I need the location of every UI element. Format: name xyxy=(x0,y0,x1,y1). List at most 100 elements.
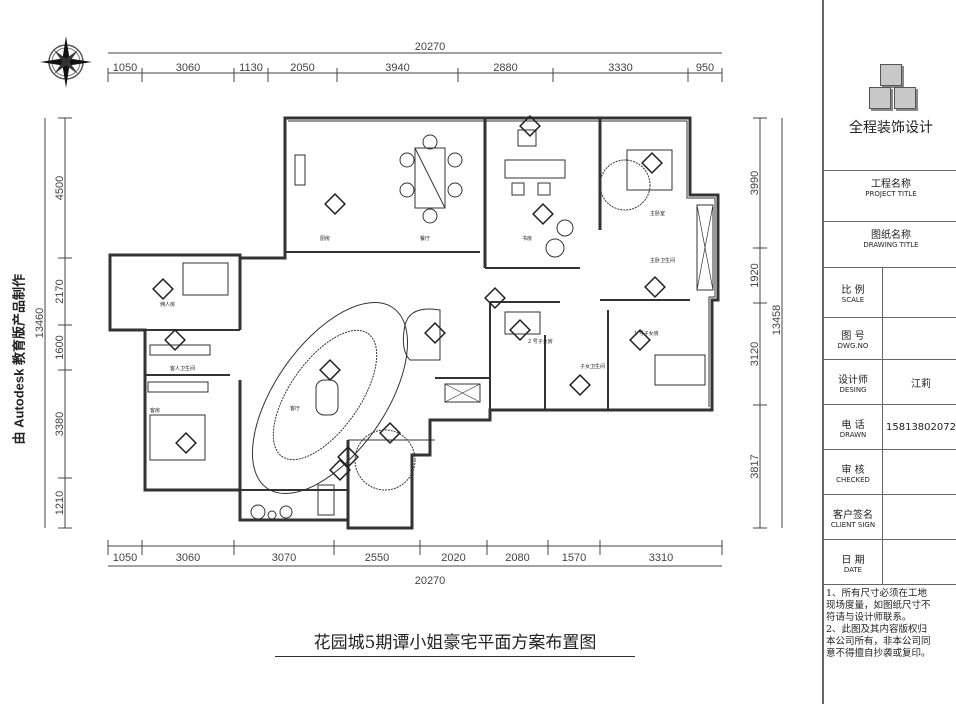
row-label-en: CHECKED xyxy=(836,475,870,484)
title-block: 全程装饰设计 工程名称 PROJECT TITLE 图纸名称 DRAWING T… xyxy=(822,0,956,704)
dimension-label: 2020 xyxy=(441,552,465,564)
note-line: 意不得擅自抄袭或复印。 xyxy=(826,648,931,659)
dimension-label: 13460 xyxy=(34,308,46,339)
furniture xyxy=(147,129,706,520)
dimension-label: 20270 xyxy=(415,41,446,53)
ceiling-lamp-icon xyxy=(532,203,554,225)
ceiling-lamp-icon xyxy=(164,329,186,351)
row-label-zh: 客户签名 xyxy=(833,509,873,521)
company-name: 全程装饰设计 xyxy=(849,120,933,136)
ceiling-lamp-icon xyxy=(641,152,663,174)
dimension-lines xyxy=(44,52,783,567)
dimension-label: 1050 xyxy=(113,62,137,74)
logo-cube-icon xyxy=(869,87,891,109)
project-title-label: 工程名称 xyxy=(871,179,911,190)
row-label-en: DRAWN xyxy=(839,430,867,439)
dimension-label: 1130 xyxy=(239,62,263,74)
project-title-label-en: PROJECT TITLE xyxy=(865,190,917,198)
row-label-zh: 设计师 xyxy=(838,374,868,386)
drawing-title-cell: 图纸名称 DRAWING TITLE xyxy=(824,222,956,268)
dimension-label: 2880 xyxy=(493,62,517,74)
row-label-zh: 图 号 xyxy=(841,331,865,342)
ceiling-lamp-icon xyxy=(629,329,651,351)
dimension-label: 950 xyxy=(696,62,714,74)
note-line: 现场度量，如图纸尺寸不 xyxy=(826,600,931,611)
dimension-label: 1050 xyxy=(113,552,137,564)
row-label-zh: 电 话 xyxy=(841,419,865,431)
dimension-label: 3990 xyxy=(749,171,761,195)
room-label-child-bath: 子女卫生间 xyxy=(580,363,605,370)
dimension-label: 2550 xyxy=(365,552,389,564)
row-value xyxy=(884,318,956,359)
ceiling-lamp-icon xyxy=(319,359,341,381)
ceiling-lamps xyxy=(152,115,666,481)
note-line: 符请与设计师联系。 xyxy=(826,612,912,623)
ceiling-lamp-icon xyxy=(484,287,506,309)
ceiling-lamp-icon xyxy=(509,319,531,341)
project-title-cell: 工程名称 PROJECT TITLE xyxy=(824,171,956,222)
room-label-child-room-2: 2 号子女房 xyxy=(528,338,553,345)
row-label-en: SCALE xyxy=(841,296,865,304)
row-value xyxy=(884,450,956,494)
room-label-servant-room: 佣人房 xyxy=(160,301,175,308)
company-logo: 全程装饰设计 xyxy=(824,0,956,171)
walls xyxy=(108,116,720,530)
dimension-label: 2170 xyxy=(54,279,66,303)
room-labels: 厨房 餐厅 书房 主卧室 主卧卫生间 佣人房 客人卫生间 客房 客厅 2 号子女… xyxy=(150,210,675,414)
row-value xyxy=(884,268,956,317)
row-value xyxy=(884,495,956,539)
room-label-living: 客厅 xyxy=(290,405,300,412)
drawing-title: 花园城5期谭小姐豪宅平面方案布置图 xyxy=(275,628,635,657)
drawing-title-label-en: DRAWING TITLE xyxy=(863,241,919,249)
ceiling-lamp-icon xyxy=(519,115,541,137)
ceiling-lamp-icon xyxy=(175,432,197,454)
room-label-kitchen: 厨房 xyxy=(320,235,330,242)
dimension-label: 13458 xyxy=(771,305,783,336)
dimension-label: 1920 xyxy=(749,263,761,287)
ceiling-lamp-icon xyxy=(324,193,346,215)
row-value: 江莉 xyxy=(911,378,931,390)
floor-plan: 1050 1050 3060 3060 1130 3070 2050 2550 3940 2020… xyxy=(34,36,783,587)
row-label-zh: 比 例 xyxy=(841,285,865,296)
logo-cube-icon xyxy=(894,87,916,109)
ceiling-lamp-icon xyxy=(379,422,401,444)
row-label-en: DWG.NO xyxy=(837,342,869,350)
room-label-study: 书房 xyxy=(522,235,532,242)
dimension-label: 3060 xyxy=(176,62,200,74)
ceiling-lamp-icon xyxy=(152,278,174,300)
note-line: 本公司所有，非本公司同 xyxy=(826,636,931,647)
dimension-label: 2050 xyxy=(290,62,314,74)
dimension-label: 1210 xyxy=(54,491,66,515)
room-label-master-bedroom: 主卧室 xyxy=(650,210,665,217)
row-label-zh: 审 核 xyxy=(841,464,865,476)
row-label-en: CLIENT SIGN xyxy=(830,520,876,529)
ceiling-lamp-icon xyxy=(424,322,446,344)
compass-icon xyxy=(40,36,92,88)
room-label-master-bath: 主卧卫生间 xyxy=(650,257,675,264)
dimension-label: 3060 xyxy=(176,552,200,564)
note-line: 1、所有尺寸必须在工地 xyxy=(826,588,928,599)
dimension-label: 3817 xyxy=(749,454,761,478)
dimension-label: 3070 xyxy=(272,552,296,564)
room-label-dining: 餐厅 xyxy=(420,235,430,242)
dimension-label: 3330 xyxy=(608,62,632,74)
dimension-label: 2080 xyxy=(505,552,529,564)
ceiling-lamp-icon xyxy=(329,459,351,481)
room-label-child-room-1: 1 号子女房 xyxy=(634,330,659,337)
row-value: 15813802072 xyxy=(886,421,956,433)
dimension-label: 3940 xyxy=(385,62,409,74)
dimension-label: 3310 xyxy=(649,552,673,564)
note-line: 2、此图及其内容版权归 xyxy=(826,624,928,635)
watermark-text: 由 Autodesk 教育版产品制作 xyxy=(11,274,27,445)
